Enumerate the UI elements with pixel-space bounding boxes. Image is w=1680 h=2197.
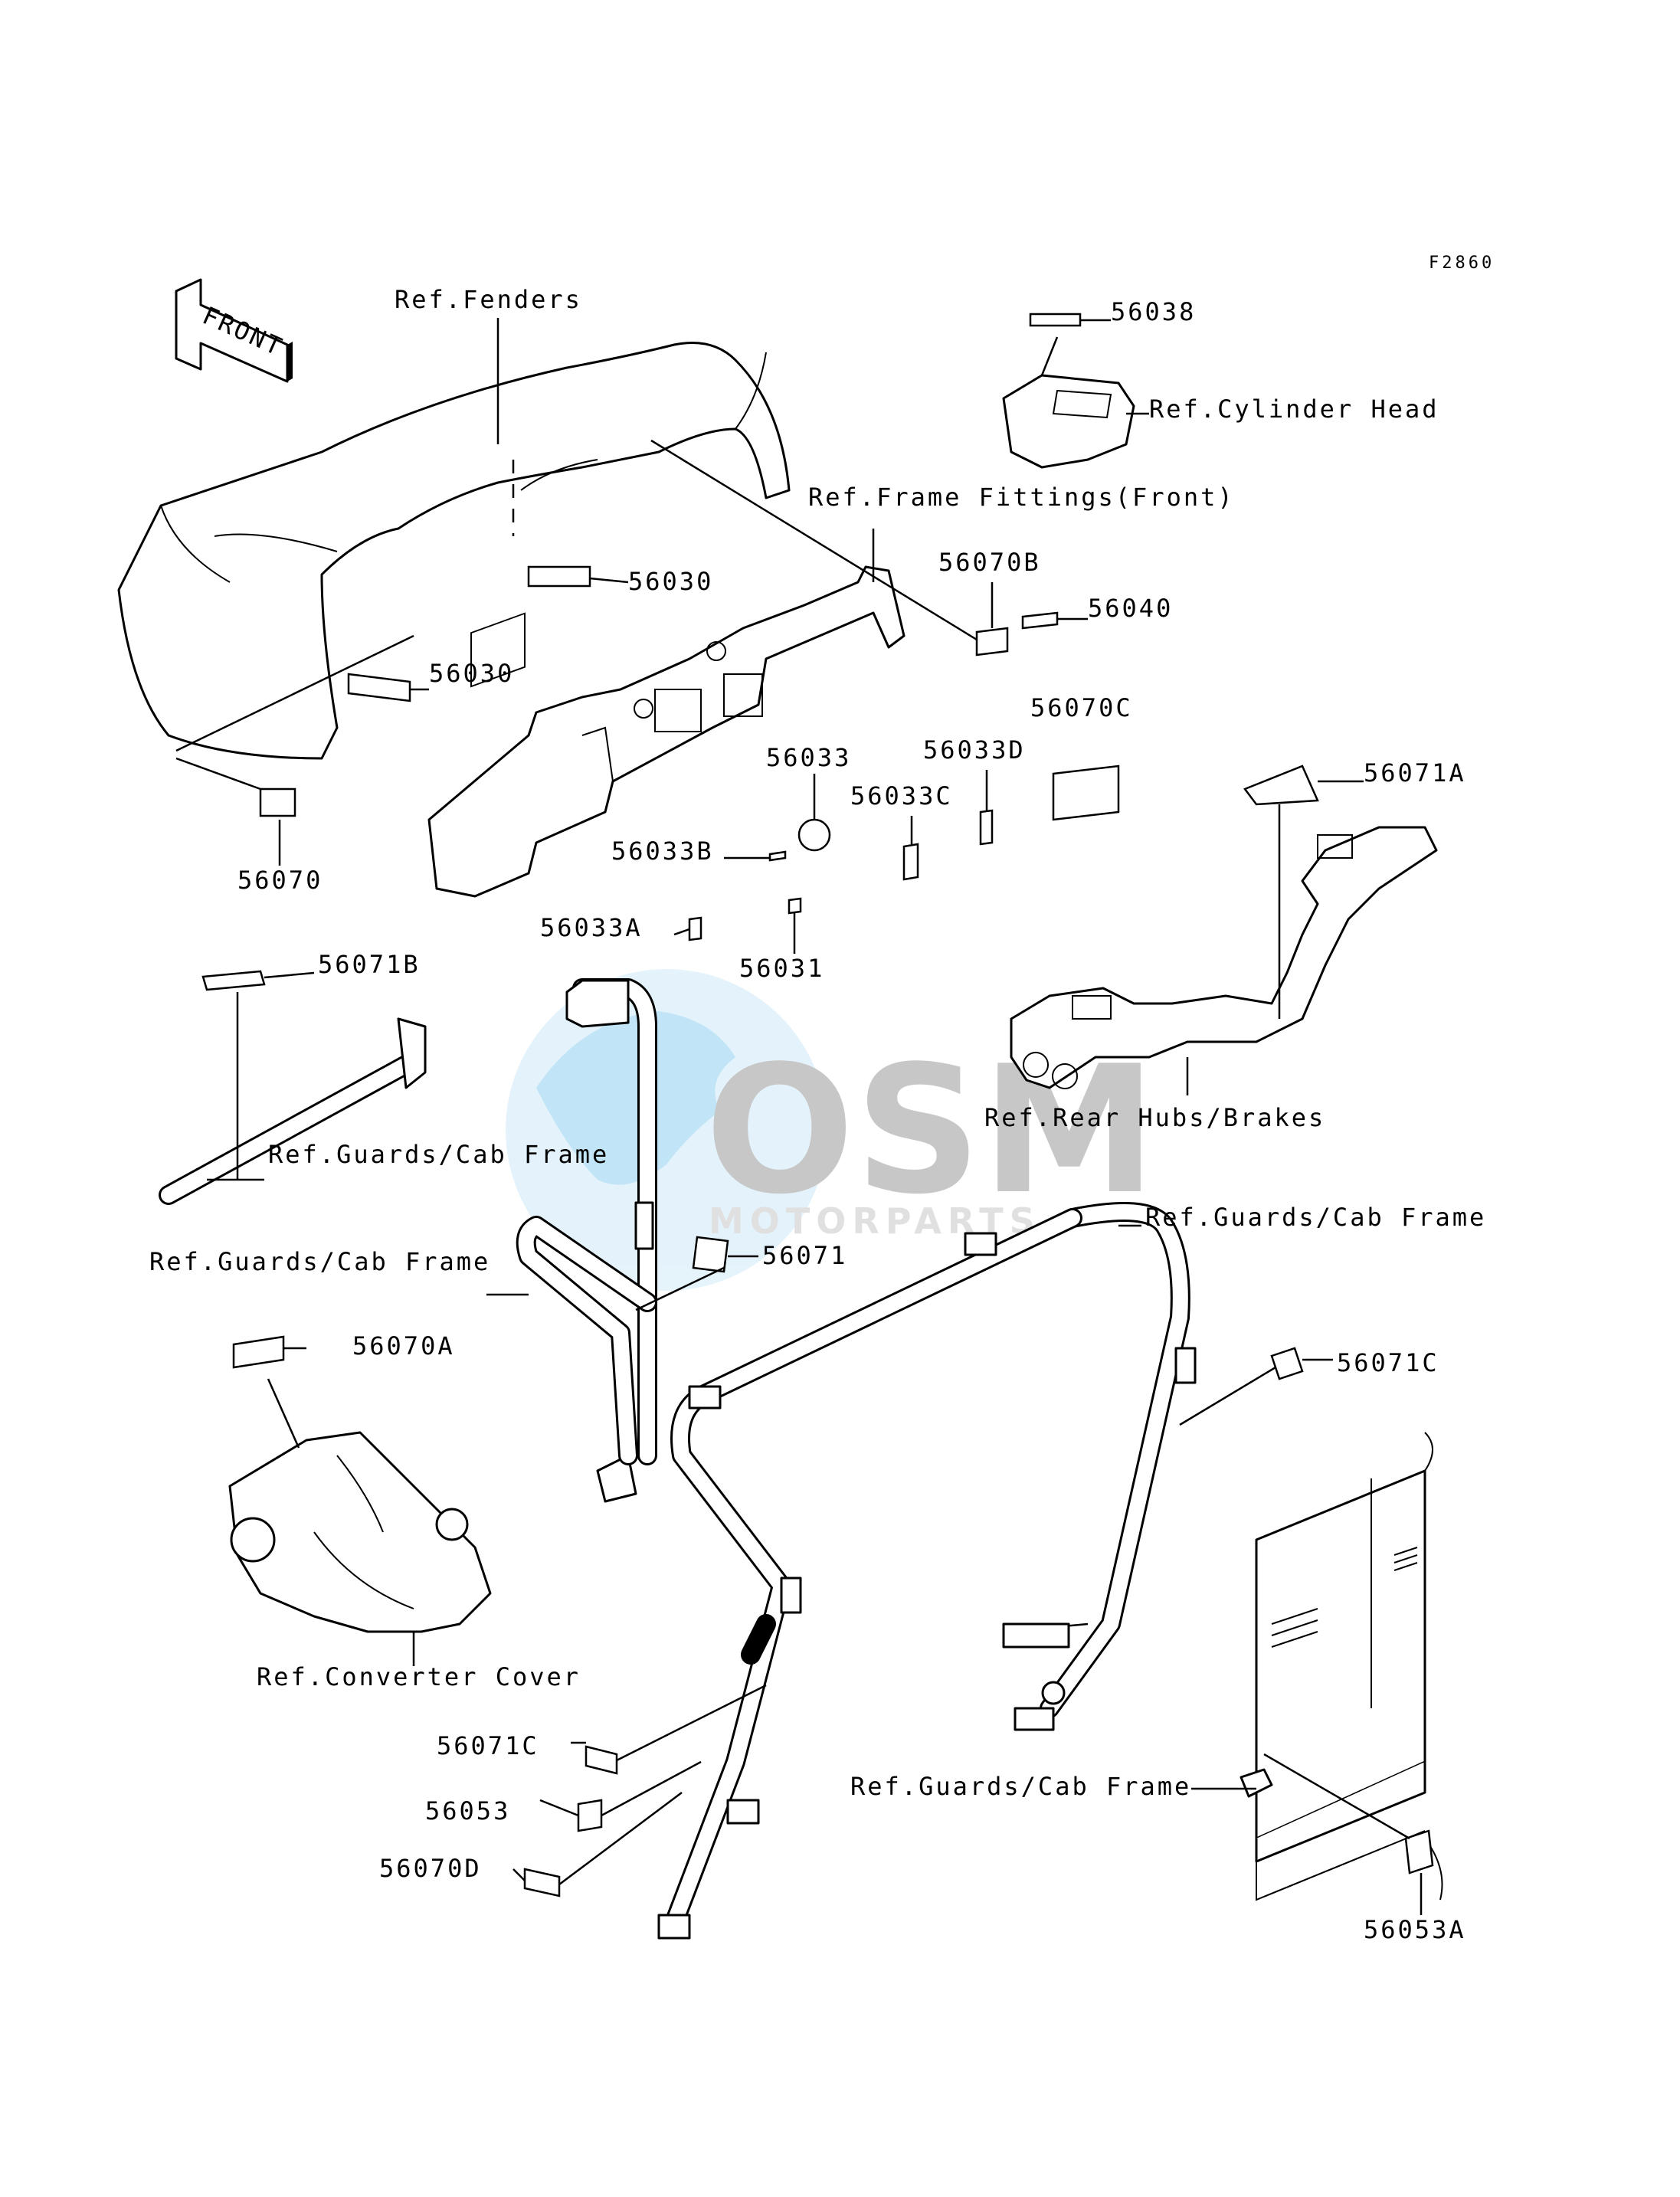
ref-guards-cab-frame-3: Ref.Guards/Cab Frame — [149, 1247, 490, 1276]
decal-56033D — [979, 809, 994, 846]
decal-56033A — [688, 916, 702, 941]
decal-56030-b — [347, 673, 411, 702]
part-56071A: 56071A — [1364, 758, 1466, 787]
part-56030-b: 56030 — [429, 659, 514, 688]
part-56033C: 56033C — [850, 781, 953, 810]
decal-56070C — [1052, 765, 1120, 821]
decal-56070D — [523, 1868, 561, 1897]
decal-56071 — [692, 1236, 729, 1273]
decal-56053A — [1404, 1829, 1434, 1874]
cylinder-head-drawing — [1002, 336, 1135, 469]
decal-56031 — [788, 897, 802, 915]
part-56070B: 56070B — [938, 548, 1041, 577]
part-56033D: 56033D — [923, 735, 1026, 765]
part-56030-a: 56030 — [628, 567, 713, 596]
decal-56071A — [1243, 765, 1319, 806]
ref-guards-cab-frame-4: Ref.Guards/Cab Frame — [850, 1772, 1191, 1801]
decal-56033B — [768, 850, 787, 862]
decals — [201, 313, 1434, 1897]
frame-fittings-drawing — [427, 565, 905, 898]
part-56070A: 56070A — [352, 1331, 455, 1360]
part-56053A: 56053A — [1364, 1915, 1466, 1944]
decal-56070A — [232, 1335, 285, 1369]
part-56070: 56070 — [237, 866, 323, 895]
ref-guards-cab-frame-1: Ref.Guards/Cab Frame — [268, 1140, 609, 1169]
decal-56070 — [259, 787, 296, 817]
part-56070C: 56070C — [1030, 693, 1133, 722]
reference-labels: Ref.Fenders Ref.Cylinder Head Ref.Frame … — [149, 285, 1486, 1801]
leader-lines — [175, 318, 1423, 1915]
diagram-code: F2860 — [1429, 254, 1495, 273]
decal-56053 — [577, 1799, 603, 1832]
ref-fenders: Ref.Fenders — [395, 285, 582, 314]
part-56071C-b: 56071C — [437, 1731, 539, 1760]
rear-hubs-drawing — [1010, 826, 1438, 1089]
watermark-continent — [536, 1011, 735, 1185]
part-56053: 56053 — [425, 1796, 510, 1825]
decal-56040 — [1021, 611, 1059, 630]
part-number-labels: 56038 56030 56030 56070 56070B 56040 560… — [237, 297, 1466, 1944]
part-56031: 56031 — [739, 954, 824, 983]
decal-56071C-b — [585, 1745, 618, 1775]
part-56033A: 56033A — [540, 913, 643, 942]
ref-guards-cab-frame-2: Ref.Guards/Cab Frame — [1145, 1203, 1486, 1232]
decal-56038 — [1029, 313, 1082, 327]
part-56071B: 56071B — [318, 950, 421, 979]
decal-56033 — [797, 818, 831, 852]
side-panel-drawing — [1240, 1432, 1443, 1901]
part-56033: 56033 — [766, 743, 851, 772]
cab-tube-left-drawing — [159, 1017, 427, 1205]
guard-frame-center-drawing — [516, 978, 657, 1503]
part-56033B: 56033B — [611, 837, 714, 866]
front-arrow-icon: FRONT — [175, 278, 293, 383]
decal-56071C-a — [1270, 1347, 1304, 1380]
ref-converter-cover: Ref.Converter Cover — [257, 1662, 581, 1691]
ref-cylinder-head: Ref.Cylinder Head — [1149, 395, 1439, 424]
fender-drawing — [117, 342, 791, 760]
decal-56030-a — [527, 565, 591, 588]
decal-56070B — [975, 627, 1009, 656]
guard-frame-right-drawing — [657, 1202, 1197, 1940]
part-56038: 56038 — [1111, 297, 1196, 326]
part-56071: 56071 — [762, 1241, 847, 1270]
ref-rear-hubs-brakes: Ref.Rear Hubs/Brakes — [984, 1103, 1325, 1132]
part-56071C-a: 56071C — [1337, 1348, 1439, 1377]
decal-56071B — [201, 970, 266, 991]
ref-frame-fittings-front: Ref.Frame Fittings(Front) — [808, 483, 1235, 512]
converter-cover-drawing — [228, 1431, 492, 1633]
part-56040: 56040 — [1088, 594, 1173, 623]
part-56070D: 56070D — [379, 1854, 482, 1883]
decal-56033C — [902, 843, 919, 881]
